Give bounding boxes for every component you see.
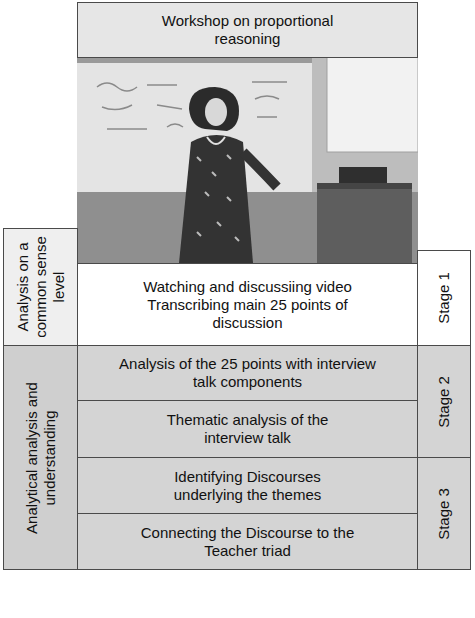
level-label: Analysis on a common sense level — [3, 228, 78, 346]
step-box: Connecting the Discourse to the Teacher … — [77, 513, 418, 570]
vertical-label-text: Stage 1 — [435, 255, 453, 341]
vertical-label-text: Analysis on a common sense level — [14, 235, 68, 339]
step-box: Watching and discussiing video Transcrib… — [77, 263, 418, 346]
vertical-label-text: Analytical analysis and understanding — [23, 373, 59, 543]
step-box: Analysis of the 25 points with interview… — [77, 345, 418, 401]
step-box: Identifying Discourses underlying the th… — [77, 457, 418, 514]
box-text: Watching and discussiing video Transcrib… — [123, 278, 373, 332]
level-label: Analytical analysis and understanding — [3, 345, 78, 570]
presenter-photo — [77, 57, 418, 263]
title-box: Workshop on proportional reasoning — [77, 2, 418, 58]
box-text: Connecting the Discourse to the Teacher … — [123, 524, 373, 560]
box-text: Analysis of the 25 points with interview… — [118, 355, 378, 391]
box-text: Identifying Discourses underlying the th… — [138, 468, 358, 504]
step-box: Thematic analysis of the interview talk — [77, 400, 418, 458]
stage-label: Stage 3 — [417, 457, 471, 570]
stage-label: Stage 1 — [417, 250, 471, 346]
box-text: Thematic analysis of the interview talk — [148, 411, 348, 447]
vertical-label-text: Stage 2 — [435, 352, 453, 452]
stage-label: Stage 2 — [417, 345, 471, 458]
box-text: Workshop on proportional reasoning — [133, 12, 363, 48]
vertical-label-text: Stage 3 — [435, 464, 453, 564]
